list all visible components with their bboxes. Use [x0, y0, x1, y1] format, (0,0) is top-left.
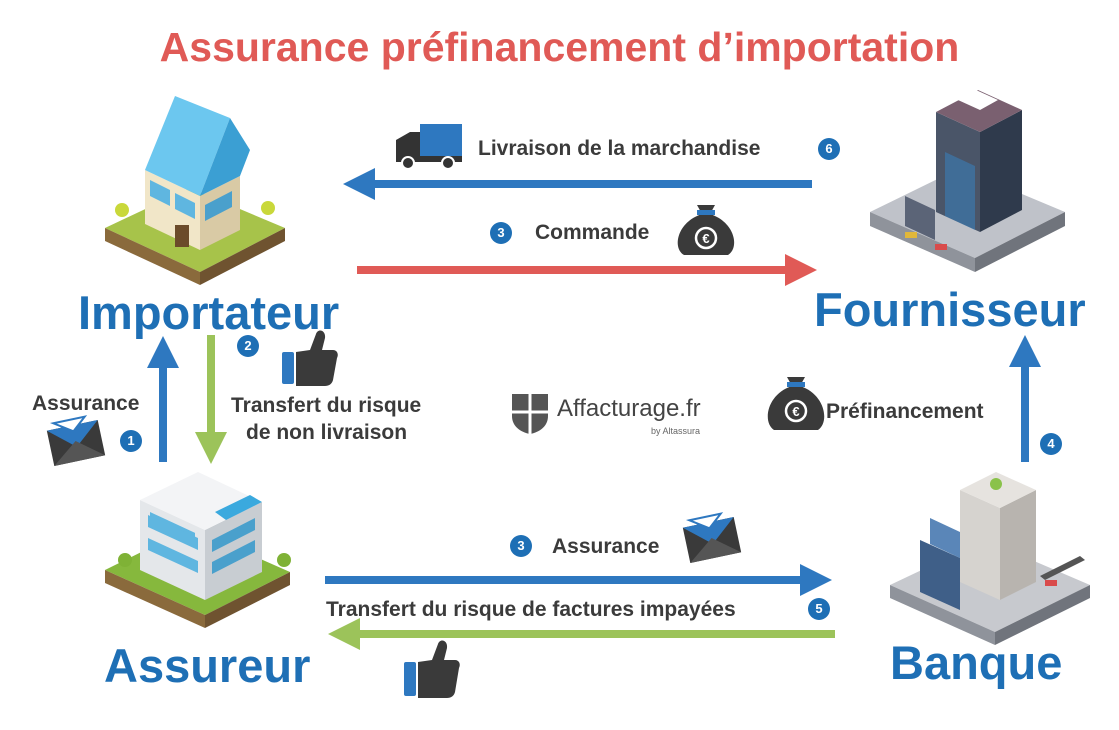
label-livraison: Livraison de la marchandise — [478, 137, 761, 160]
actor-fournisseur: Fournisseur — [814, 283, 1086, 336]
money-bag-icon: € — [677, 205, 735, 255]
step-badge-6: 6 — [818, 138, 840, 160]
step-badge-4: 4 — [1040, 433, 1062, 455]
banque-building-icon — [890, 472, 1090, 645]
actor-banque: Banque — [890, 636, 1063, 689]
actor-importateur: Importateur — [78, 286, 340, 339]
step-badge-1: 1 — [120, 430, 142, 452]
importateur-building-icon — [105, 96, 285, 285]
page-title: Assurance préfinancement d’importation — [159, 24, 960, 70]
truck-icon — [396, 124, 462, 170]
assureur-building-icon — [105, 472, 291, 628]
thumbs-up-icon-factures — [404, 640, 460, 698]
logo-name: Affacturage.fr — [557, 395, 701, 422]
thumbs-up-icon — [282, 330, 338, 386]
label-commande: Commande — [535, 221, 650, 244]
step-badge-3-commande: 3 — [490, 222, 512, 244]
label-assurance-importateur: Assurance — [32, 392, 140, 415]
envelope-icon-banque — [682, 512, 742, 564]
actor-assureur: Assureur — [104, 639, 311, 692]
label-transfert-risque-line2: de non livraison — [246, 421, 408, 444]
envelope-icon — [46, 415, 106, 467]
affacturage-shield-icon — [512, 394, 548, 434]
step-badge-3-assurance: 3 — [510, 535, 532, 557]
step-badge-2: 2 — [237, 335, 259, 357]
money-bag-icon-prefinancement: € — [767, 377, 825, 430]
fournisseur-building-icon — [870, 90, 1065, 272]
svg-text:€: € — [792, 404, 799, 419]
label-prefinancement: Préfinancement — [826, 400, 984, 423]
label-transfert-factures: Transfert du risque de factures impayées — [326, 598, 736, 621]
label-transfert-risque-line1: Transfert du risque — [231, 394, 422, 417]
svg-text:€: € — [702, 231, 709, 246]
step-badge-5: 5 — [808, 598, 830, 620]
label-assurance-banque: Assurance — [552, 535, 660, 558]
logo-sub: by Altassura — [651, 426, 701, 436]
